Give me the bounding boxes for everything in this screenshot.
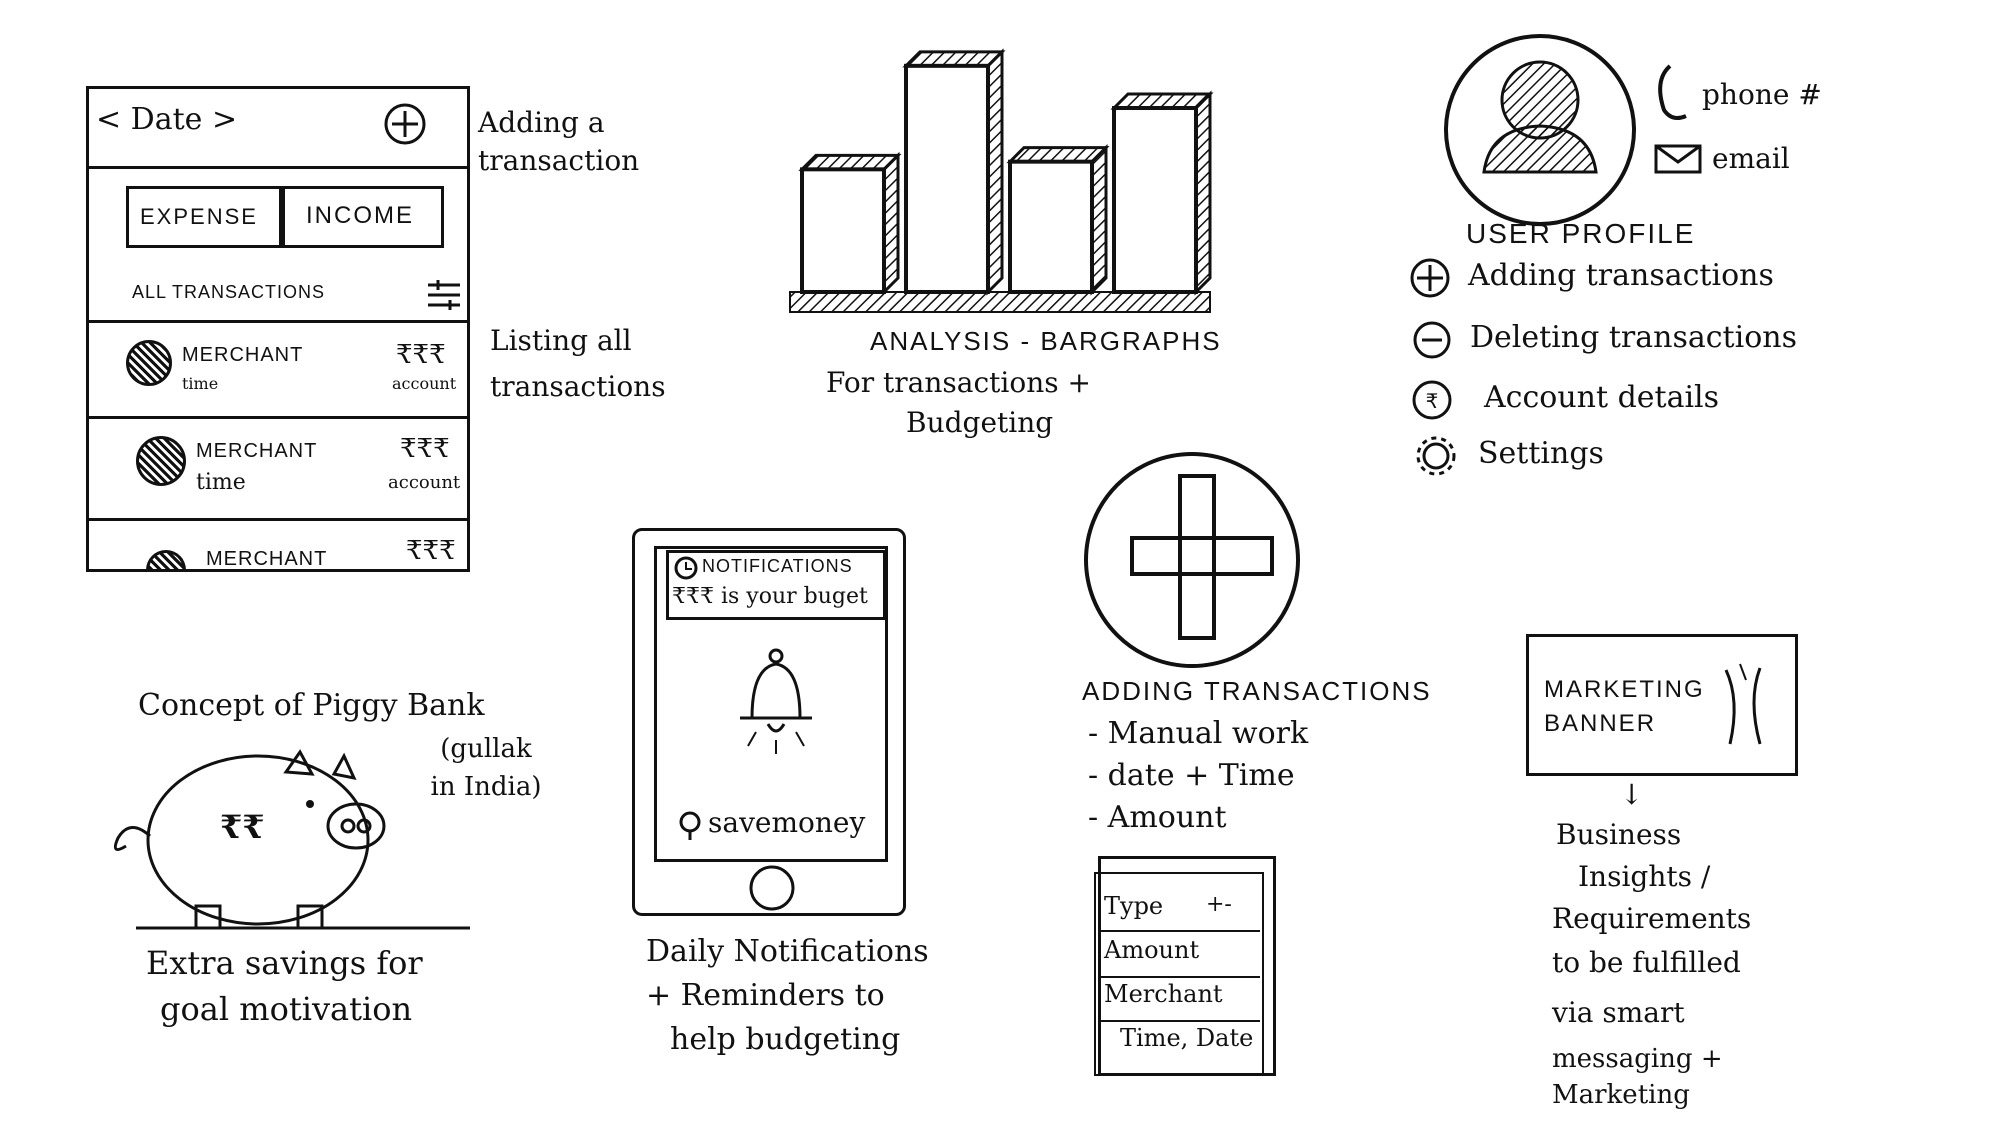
row-divider <box>86 518 470 521</box>
form-type-label[interactable]: Type <box>1104 892 1163 920</box>
adding-point: - Amount <box>1088 800 1227 835</box>
bar-side <box>884 155 898 292</box>
filter-icon[interactable] <box>428 280 460 310</box>
row-divider <box>86 416 470 419</box>
profile-item-label: Adding transactions <box>1468 258 1774 293</box>
piggy-caption-2: goal motivation <box>160 990 412 1028</box>
merchant-avatar <box>136 436 186 486</box>
profile-title: USER PROFILE <box>1466 218 1695 250</box>
form-type-toggle[interactable]: +- <box>1206 892 1232 917</box>
merchant-name: MERCHANT <box>182 344 303 367</box>
marketing-caption: Requirements <box>1552 902 1751 935</box>
profile-item-label: Account details <box>1484 380 1719 415</box>
transaction-account: account <box>388 472 460 493</box>
note-listing-transactions: Listing all transactions <box>490 318 690 410</box>
merchant-avatar <box>126 340 172 386</box>
analysis-caption-2: For transactions + <box>826 366 1091 399</box>
bar-top <box>1010 148 1106 162</box>
phone-frame <box>86 86 470 572</box>
notification-caption-1: Daily Notifications <box>646 934 929 969</box>
form-divider <box>1100 976 1260 978</box>
bar-top <box>802 155 898 169</box>
phone-icon <box>1660 66 1686 118</box>
note-adding-transaction: Adding a transaction <box>478 104 688 180</box>
piggy-note: (gullak in India) <box>426 730 546 806</box>
transaction-amount: ₹₹₹ <box>400 434 450 464</box>
profile-item-label: Deleting transactions <box>1470 320 1797 355</box>
list-title: ALL TRANSACTIONS <box>132 282 325 303</box>
svg-text:₹: ₹ <box>1426 389 1439 413</box>
form-divider <box>1100 1020 1260 1022</box>
marketing-caption: to be fulfilled <box>1552 946 1741 979</box>
piggy-bank-illustration <box>115 752 470 928</box>
notification-message: ₹₹₹ is your buget <box>672 584 868 609</box>
adding-point: - date + Time <box>1088 758 1295 793</box>
form-time-field[interactable]: Time, Date <box>1120 1024 1253 1052</box>
transaction-time: time <box>196 470 246 495</box>
piggy-title: Concept of Piggy Bank <box>138 688 485 723</box>
merchant-name: MERCHANT <box>206 548 327 571</box>
marketing-caption: via smart <box>1552 996 1685 1029</box>
marketing-caption: messaging + <box>1552 1044 1723 1074</box>
merchant-name: MERCHANT <box>196 440 317 463</box>
analysis-caption-3: Budgeting <box>906 406 1053 439</box>
transaction-account: account <box>392 374 456 393</box>
chart-baseline <box>790 292 1210 312</box>
bar <box>802 169 884 292</box>
bar <box>1114 108 1196 292</box>
transaction-time: time <box>182 374 218 393</box>
marketing-banner[interactable] <box>1526 634 1798 776</box>
bar-side <box>988 52 1002 292</box>
plus-circle-icon <box>1412 260 1448 296</box>
transaction-amount: ₹₹₹ <box>396 340 446 370</box>
profile-email: email <box>1712 142 1790 175</box>
bar <box>906 66 988 292</box>
marketing-caption: Insights / <box>1578 860 1710 893</box>
piggy-coin-label: ₹₹ <box>220 808 265 846</box>
profile-item-label: Settings <box>1478 436 1604 471</box>
banner-line-1: MARKETING <box>1544 676 1705 704</box>
notification-caption-2: + Reminders to <box>646 978 885 1013</box>
marketing-caption: Marketing <box>1552 1080 1690 1110</box>
transaction-amount: ₹₹₹ <box>406 536 456 566</box>
list-divider <box>86 320 470 323</box>
mail-icon <box>1656 146 1700 172</box>
bar-side <box>1092 148 1106 292</box>
date-nav[interactable]: < Date > <box>96 102 237 137</box>
minus-circle-icon <box>1415 323 1449 357</box>
form-divider <box>1100 930 1260 932</box>
notification-footer: savemoney <box>708 806 865 839</box>
tab-income-label: INCOME <box>306 202 414 230</box>
marketing-caption: Business <box>1556 818 1681 851</box>
analysis-caption-1: ANALYSIS - BARGRAPHS <box>870 326 1222 357</box>
banner-line-2: BANNER <box>1544 710 1656 738</box>
bar <box>1010 162 1092 292</box>
form-amount-field[interactable]: Amount <box>1104 936 1199 964</box>
piggy-caption-1: Extra savings for <box>146 944 423 982</box>
header-divider <box>86 166 470 169</box>
form-merchant-field[interactable]: Merchant <box>1104 980 1223 1008</box>
bar-side <box>1196 94 1210 292</box>
rupee-circle-icon: ₹ <box>1414 382 1450 418</box>
avatar <box>1446 36 1634 224</box>
adding-title: ADDING TRANSACTIONS <box>1082 676 1432 707</box>
bar-top <box>906 52 1002 66</box>
big-plus-icon[interactable] <box>1086 454 1298 666</box>
tab-expense-label: EXPENSE <box>140 204 258 230</box>
notification-header: NOTIFICATIONS <box>702 556 853 577</box>
bar-top <box>1114 94 1210 108</box>
gear-icon <box>1418 438 1454 474</box>
notification-caption-3: help budgeting <box>670 1022 900 1057</box>
adding-point: - Manual work <box>1088 716 1308 751</box>
profile-phone: phone # <box>1702 78 1822 111</box>
flow-arrow: ↓ <box>1620 778 1643 811</box>
